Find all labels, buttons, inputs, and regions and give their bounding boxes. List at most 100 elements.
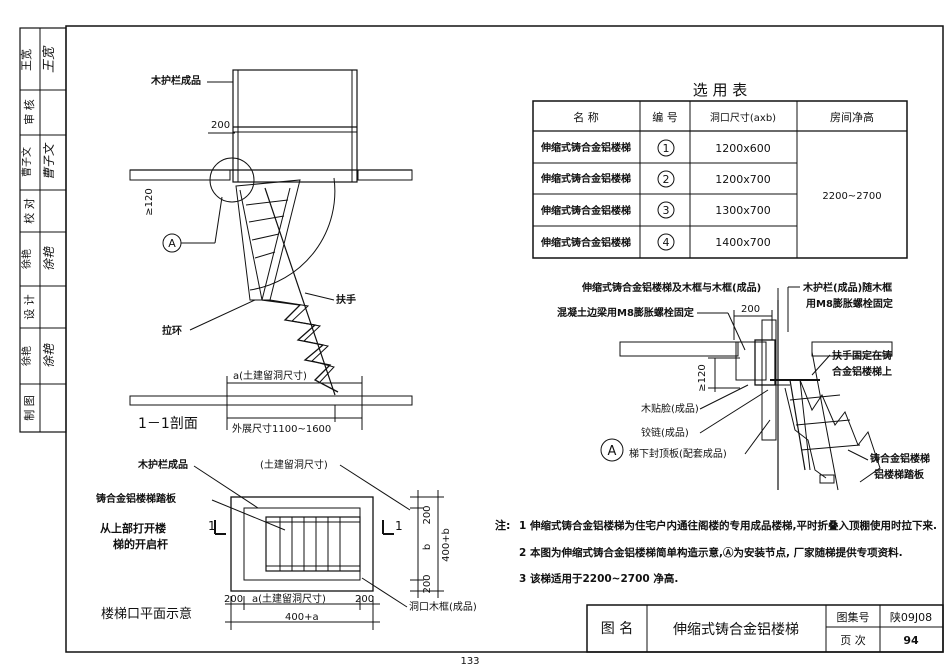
sidebar-role-review: 审 核 (22, 99, 36, 125)
detail-label-a: A (608, 444, 617, 459)
titleblock-page-no: 94 (903, 634, 919, 647)
detail-frame (754, 339, 776, 386)
detail-slab-right (811, 341, 893, 357)
table-row-2-no: 2 (663, 173, 670, 186)
plan-label-rod-line2: 梯的开启杆 (113, 537, 168, 551)
sidebar-name-4: 徐艳 (20, 346, 33, 366)
table-row-4-size: 1400x700 (715, 236, 771, 249)
table-row-2-name: 伸缩式铸合金铝楼梯 (540, 172, 631, 185)
table-row-3-name: 伸缩式铸合金铝楼梯 (540, 204, 631, 217)
table-row-4-name: 伸缩式铸合金铝楼梯 (540, 236, 631, 249)
section-label-a: A (168, 237, 176, 250)
signature-2: 曹子文 (42, 142, 56, 180)
detail-label-trim: 木贴脸(成品) (641, 402, 699, 415)
detail-edge-beam (735, 341, 767, 381)
detail-label-beam: 混凝土边梁用M8膨胀螺栓固定 (557, 306, 694, 319)
page-number: 133 (460, 656, 479, 667)
plan-label-tread: 铸合金铝楼梯踏板 (96, 492, 177, 505)
detail-label-tread-line1: 铸合金铝楼梯 (870, 452, 930, 465)
table-row-1-no: 1 (663, 142, 670, 155)
plan-dim-left200: 200 (224, 594, 243, 605)
table-height: 2200~2700 (822, 191, 881, 202)
titleblock-page-label: 页 次 (840, 633, 866, 647)
detail-marker (600, 438, 624, 462)
section-title: 1－1剖面 (138, 416, 198, 432)
titleblock-atlas-label: 图集号 (837, 610, 870, 624)
table-title: 选 用 表 (693, 81, 748, 99)
signature-column: 王宽 王宽 审 核 曹子文 曹子文 校 对 徐艳 徐艳 设 计 徐艳 徐艳 制 … (19, 27, 67, 433)
table-row-3-no: 3 (663, 204, 670, 217)
table-row-1-name: 伸缩式铸合金铝楼梯 (540, 141, 631, 154)
detail-label-handrail-line2: 合金铝楼梯上 (831, 365, 892, 378)
selection-table: 选 用 表 名 称 编 号 洞口尺寸(axb) 房间净高 伸缩式铸合金铝楼梯 1… (532, 81, 908, 259)
sidebar-role-check: 校 对 (22, 198, 36, 224)
section-dim-opening: a(土建留洞尺寸) (233, 369, 307, 382)
plan-opening-outer (230, 496, 374, 592)
section-dim-200: 200 (211, 120, 230, 131)
table-row-3-size: 1300x700 (715, 204, 771, 217)
detail-stair (780, 379, 881, 483)
section-dim-extend: 外展尺寸1100~1600 (232, 422, 331, 435)
table-row-2-size: 1200x700 (715, 173, 771, 186)
sidebar-name-1: 王宽 (19, 49, 33, 71)
detail-dim-120: ≥120 (697, 364, 708, 391)
plan-title: 楼梯口平面示意 (101, 606, 192, 622)
plan-dim-top200: 200 (422, 505, 433, 524)
detail-label-rail-line2: 用M8膨胀螺栓固定 (805, 297, 893, 310)
titleblock-label: 图 名 (601, 621, 633, 637)
table-header-size: 洞口尺寸(axb) (710, 111, 776, 124)
detail-label-tread-line2: 铝楼梯踏板 (874, 468, 925, 481)
signature-1: 王宽 (41, 45, 57, 73)
note-2: 2 本图为伸缩式铸合金铝楼梯简单构造示意,Ⓐ为安装节点, 厂家随梯提供专项资料. (519, 546, 903, 559)
section-label-rail: 木护栏成品 (150, 74, 201, 87)
section-label-pullring: 拉环 (162, 324, 182, 337)
plan-stair (265, 516, 361, 572)
handrail-line (264, 187, 336, 396)
detail-dim-200: 200 (741, 304, 760, 315)
ceiling-slab-left (129, 169, 231, 181)
section-view: 200 ≥120 a(土建留洞尺寸) 外展尺寸1100~1600 木护栏成品 A… (129, 69, 413, 435)
table-header-name: 名 称 (573, 110, 599, 124)
plan-label-frame: 洞口木框(成品) (409, 600, 477, 613)
titleblock-atlas-no: 陕09J08 (890, 610, 932, 624)
detail-label-rail-line1: 木护栏(成品)随木框 (802, 281, 892, 294)
detail-beam (619, 341, 739, 357)
swing-arc (249, 177, 336, 291)
table-header-height: 房间净高 (830, 110, 874, 124)
detail-label-frame: 伸缩式铸合金铝楼梯及木框与木框(成品) (581, 281, 761, 294)
signature-4: 徐艳 (42, 343, 56, 368)
detail-circle (209, 157, 255, 203)
sidebar-role-draw: 制 图 (23, 395, 36, 421)
sidebar-role-design: 设 计 (23, 294, 36, 320)
plan-cut-mark-right: 1 (395, 519, 403, 533)
detail-label-hinge: 铰链(成品) (641, 426, 689, 439)
detail-a: 200 ≥120 伸缩式铸合金铝楼梯及木框与木框(成品) 混凝土边梁用M8膨胀螺… (557, 281, 930, 491)
table-header-no: 编 号 (652, 110, 678, 124)
detail-label-panel: 梯下封顶板(配套成品) (629, 447, 727, 460)
section-dim-120: ≥120 (144, 188, 155, 215)
notes: 注: 1 伸缩式铸合金铝楼梯为住宅户内通往阁楼的专用成品楼梯,平时折叠入顶棚使用… (495, 518, 937, 585)
plan-dim-total: 400+a (285, 612, 319, 623)
titleblock-name: 伸缩式铸合金铝楼梯 (673, 622, 799, 638)
note-1: 1 伸缩式铸合金铝楼梯为住宅户内通往阁楼的专用成品楼梯,平时折叠入顶棚使用时拉下… (519, 519, 937, 532)
note-3: 3 该梯适用于2200~2700 净高. (519, 572, 678, 585)
detail-label-handrail-line1: 扶手固定在铸 (832, 349, 892, 362)
table-row-4-no: 4 (663, 236, 670, 249)
plan-view: 1 1 200 a(土建留洞尺寸) 200 400+a 200 b 200 40… (96, 458, 477, 630)
plan-opening-inner (243, 507, 361, 581)
sidebar-name-2: 曹子文 (20, 147, 33, 177)
sidebar-name-3: 徐艳 (20, 249, 33, 269)
plan-label-opening: (土建留洞尺寸) (260, 458, 328, 471)
plan-dim-bottom200: 200 (422, 574, 433, 593)
signature-3: 徐艳 (42, 246, 56, 271)
ceiling-slab-right (357, 169, 413, 181)
plan-label-rail: 木护栏成品 (137, 458, 188, 471)
plan-dim-total-b: 400+b (441, 528, 452, 562)
plan-dim-b: b (422, 544, 433, 550)
wood-rail-section (232, 69, 358, 183)
floor-slab (129, 395, 413, 406)
plan-label-rod-line1: 从上部打开楼 (100, 521, 166, 535)
plan-dim-a: a(土建留洞尺寸) (252, 592, 326, 605)
notes-prefix: 注: (495, 518, 510, 532)
